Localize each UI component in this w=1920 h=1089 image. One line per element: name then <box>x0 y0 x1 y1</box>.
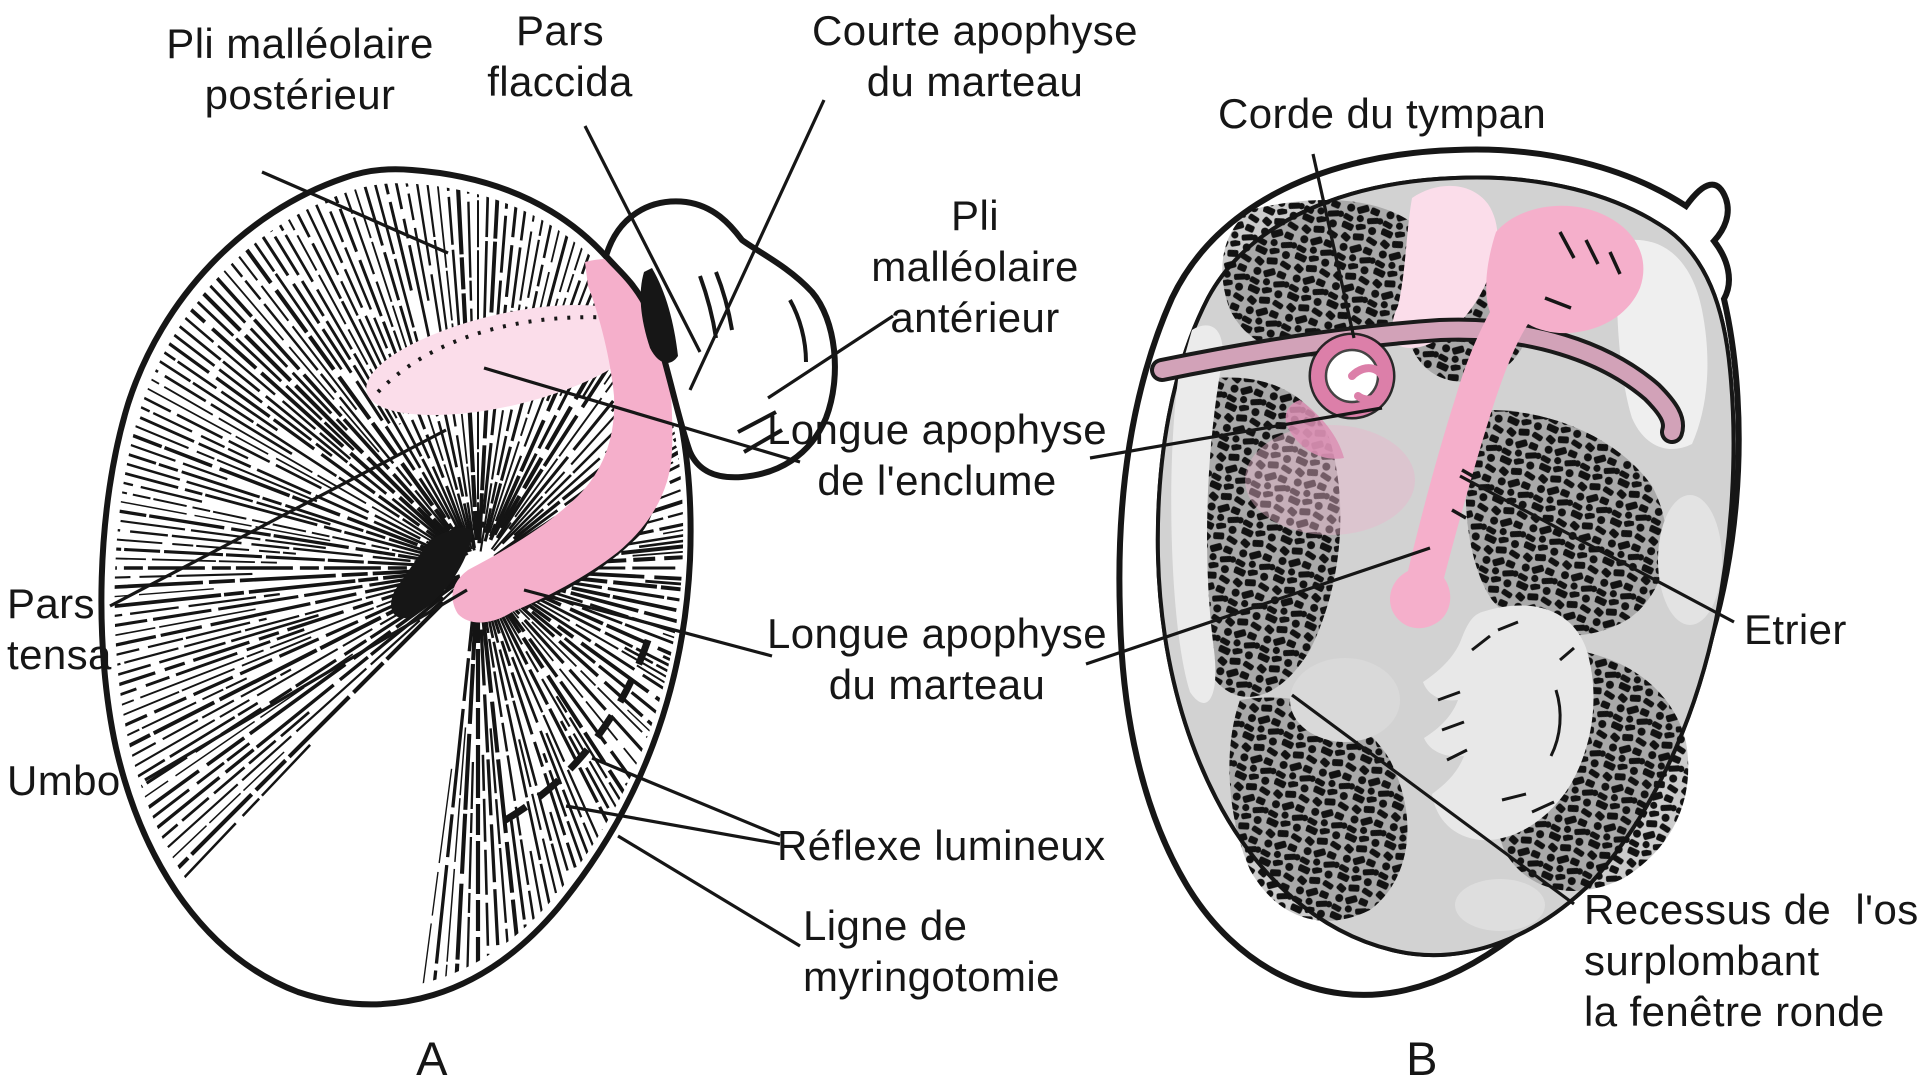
leader-recessus <box>1291 693 1575 906</box>
panel-b-eardrum-medial-view <box>1116 146 1742 998</box>
leader-lines <box>109 99 1735 948</box>
label-umbo: Umbo <box>7 757 121 804</box>
label-corde-du-tympan: Corde du tympan <box>1218 90 1547 137</box>
overhang-hatching <box>1437 620 1575 814</box>
leader-etrier <box>1459 474 1735 624</box>
label-pli-malleolaire-anterieur: Pli malléolaire antérieur <box>871 192 1079 342</box>
leader-umbo <box>144 588 468 782</box>
light-mucosa-patches <box>1171 239 1722 931</box>
label-ligne-myringotomie: Ligne de myringotomie <box>803 902 1060 1001</box>
label-courte-apophyse-marteau: Courte apophyse du marteau <box>812 7 1138 106</box>
label-longue-apophyse-marteau: Longue apophyse du marteau <box>767 610 1107 709</box>
leader-reflexe-1 <box>591 756 781 838</box>
stapes-coil <box>1285 332 1396 459</box>
malleus-handle <box>452 259 673 623</box>
label-longue-apophyse-enclume: Longue apophyse de l'enclume <box>767 406 1107 505</box>
round-window-bone-overhang <box>1423 605 1594 841</box>
leader-courte-apophyse <box>688 99 826 391</box>
leader-corde-tympan <box>1311 153 1356 339</box>
leader-reflexe-2 <box>565 804 781 846</box>
incus-band-through-drum <box>366 304 644 416</box>
panel-a-eardrum-lateral-view <box>98 166 838 1008</box>
leader-pli-posterieur <box>261 170 449 255</box>
malleus-hatching <box>1451 231 1622 520</box>
leader-enclume-to-b <box>1089 406 1383 460</box>
leader-pars-tensa <box>109 428 447 608</box>
panel-b-letter: B <box>1406 1032 1438 1085</box>
label-recessus-fenetre-ronde: Recessus de l'os surplombant la fenêtre … <box>1584 886 1919 1036</box>
leader-marteau-to-b <box>1085 546 1431 666</box>
panel-a-letter: A <box>416 1032 448 1085</box>
leader-enclume-to-a <box>483 366 801 464</box>
label-pars-tensa: Pars tensa <box>7 580 112 679</box>
leader-pars-flaccida <box>583 125 702 353</box>
bony-prominence <box>602 198 838 481</box>
leader-marteau-to-a <box>523 588 773 658</box>
malleus-bone <box>1389 205 1644 629</box>
incus-shape <box>1392 185 1498 349</box>
label-pars-flaccida: Pars flaccida <box>487 7 633 106</box>
label-etrier: Etrier <box>1744 606 1847 653</box>
leader-myringotomie <box>617 834 801 948</box>
leader-pli-anterieur <box>767 314 894 400</box>
label-reflexe-lumineux: Réflexe lumineux <box>777 822 1106 869</box>
label-pli-malleolaire-posterieur: Pli malléolaire postérieur <box>166 20 434 119</box>
